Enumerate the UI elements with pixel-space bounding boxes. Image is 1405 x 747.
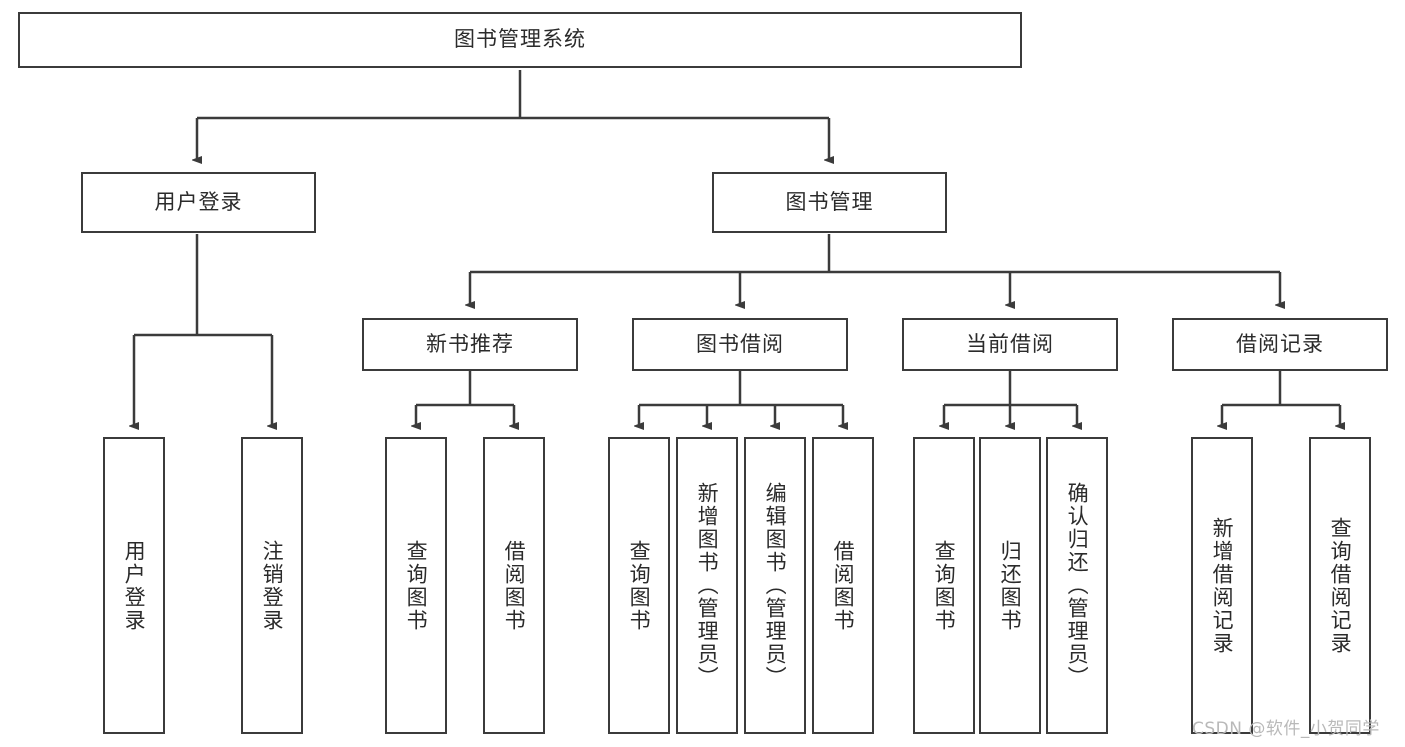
node-current-borrow[interactable]: 当前借阅 [902,318,1118,371]
node-borrow-record-label: 借阅记录 [1236,331,1324,356]
node-new-book-recommend-label: 新书推荐 [426,331,514,356]
leaf-record-add-label: 新增借阅记录 [1210,516,1235,655]
leaf-borrow-edit-book-label: 编辑图书（管理员） [763,482,788,689]
leaf-recommend-borrow-book-label: 借阅图书 [502,539,527,632]
node-root-label: 图书管理系统 [454,27,586,52]
node-new-book-recommend[interactable]: 新书推荐 [362,318,578,371]
node-current-borrow-label: 当前借阅 [966,331,1054,356]
leaf-borrow-borrow-book-label: 借阅图书 [831,539,856,632]
leaf-user-logout-label: 注销登录 [260,539,285,632]
node-user-login[interactable]: 用户登录 [81,172,316,233]
watermark-text: CSDN @软件_小贺同学 [1192,719,1380,739]
node-book-borrow-label: 图书借阅 [696,331,784,356]
leaf-user-login-label: 用户登录 [122,539,147,632]
leaf-borrow-add-book-label: 新增图书（管理员） [695,482,720,689]
leaf-current-return-book[interactable]: 归还图书 [979,437,1041,734]
node-book-management-label: 图书管理 [785,189,874,214]
leaf-current-return-book-label: 归还图书 [998,539,1023,632]
node-user-login-label: 用户登录 [154,189,243,214]
node-root[interactable]: 图书管理系统 [18,12,1022,68]
leaf-recommend-query-book-label: 查询图书 [404,539,429,632]
node-book-borrow[interactable]: 图书借阅 [632,318,848,371]
leaf-current-query-book[interactable]: 查询图书 [913,437,975,734]
leaf-borrow-edit-book[interactable]: 编辑图书（管理员） [744,437,806,734]
leaf-record-query[interactable]: 查询借阅记录 [1309,437,1371,734]
leaf-user-logout[interactable]: 注销登录 [241,437,303,734]
leaf-user-login[interactable]: 用户登录 [103,437,165,734]
leaf-recommend-borrow-book[interactable]: 借阅图书 [483,437,545,734]
leaf-record-query-label: 查询借阅记录 [1328,516,1353,655]
leaf-current-query-book-label: 查询图书 [932,539,957,632]
leaf-borrow-query-book[interactable]: 查询图书 [608,437,670,734]
leaf-borrow-add-book[interactable]: 新增图书（管理员） [676,437,738,734]
leaf-record-add[interactable]: 新增借阅记录 [1191,437,1253,734]
leaf-current-confirm-return[interactable]: 确认归还（管理员） [1046,437,1108,734]
leaf-current-confirm-return-label: 确认归还（管理员） [1065,482,1090,689]
leaf-borrow-borrow-book[interactable]: 借阅图书 [812,437,874,734]
node-book-management[interactable]: 图书管理 [712,172,947,233]
leaf-recommend-query-book[interactable]: 查询图书 [385,437,447,734]
leaf-borrow-query-book-label: 查询图书 [627,539,652,632]
node-borrow-record[interactable]: 借阅记录 [1172,318,1388,371]
